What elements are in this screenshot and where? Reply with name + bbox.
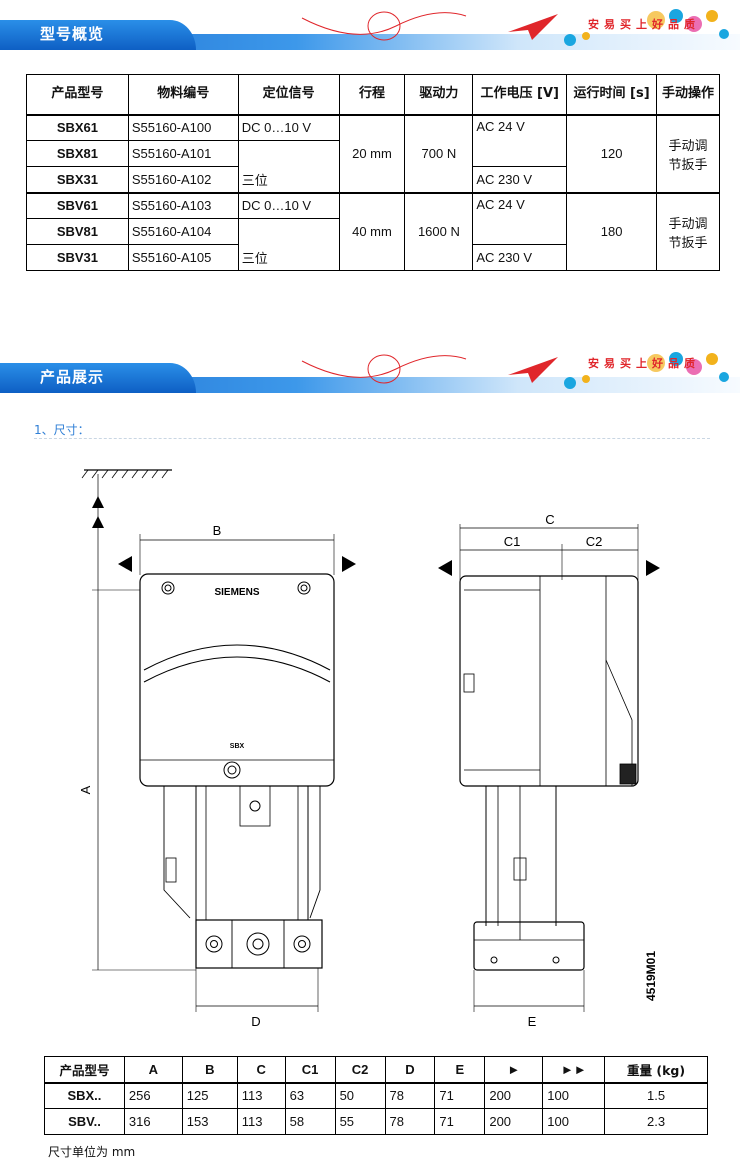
arrow-right-icon <box>646 560 660 576</box>
table-header-row: 产品型号 A B C C1 C2 D E ► ►► 重量 (kg) <box>44 1056 708 1084</box>
dim-label-c1: C1 <box>504 534 521 549</box>
col-header: 驱动力 <box>404 74 474 116</box>
table-row: SBX31 S55160-A102 AC 230 V <box>26 166 720 193</box>
col-header: 定位信号 <box>237 74 340 116</box>
section-banner-display: 产品展示 安易买上好品质 <box>0 349 740 393</box>
banner-tab <box>0 363 196 393</box>
arrow-up-icon <box>92 496 104 508</box>
table-header-row: 产品型号 物料编号 定位信号 行程 驱动力 工作电压 [V] 运行时间 [s] … <box>26 74 720 116</box>
paper-plane-icon <box>508 357 558 383</box>
units-note: 尺寸单位为 mm <box>48 1145 136 1159</box>
arrow-left-icon <box>438 560 452 576</box>
col-header: 工作电压 [V] <box>472 74 568 116</box>
table-row: SBV31 S55160-A105 AC 230 V <box>26 244 720 271</box>
dim-label-a: A <box>78 785 93 794</box>
paper-plane-icon <box>508 14 558 40</box>
dim-label-c: C <box>545 512 554 527</box>
table-row: SBV.. 316 153 113 58 55 78 71 200 100 2.… <box>44 1108 708 1135</box>
dimensions-table: 产品型号 A B C C1 C2 D E ► ►► 重量 (kg) SBX.. … <box>44 1056 708 1135</box>
col-header: 产品型号 <box>26 74 129 116</box>
model-mark: SBX <box>230 743 245 750</box>
arrow-up-icon <box>92 516 104 528</box>
dim-label-d: D <box>251 1014 260 1029</box>
dimension-drawing: B C C1 C2 D E A SIEMENS SBX 4519M01 <box>78 469 660 1029</box>
section-title: 产品展示 <box>40 368 105 386</box>
arrow-left-icon <box>118 556 132 572</box>
divider <box>34 438 710 439</box>
dim-label-b: B <box>213 523 222 538</box>
section-title: 型号概览 <box>40 25 105 43</box>
clearance-arrows <box>92 496 660 576</box>
banner-decoration <box>301 352 729 389</box>
col-header: 手动操作 <box>656 74 720 116</box>
col-header: 运行时间 [s] <box>566 74 658 116</box>
section-banner-overview: 型号概览 安易买上好品质 <box>0 6 740 50</box>
table-row: SBX81 S55160-A101 三位 <box>26 140 720 193</box>
table-row: SBV81 S55160-A104 三位 <box>26 218 720 271</box>
banner-decoration <box>301 9 729 46</box>
table-row: SBV61 S55160-A103 DC 0…10 V 40 mm 1600 N… <box>26 191 720 271</box>
model-overview-table: 产品型号 物料编号 定位信号 行程 驱动力 工作电压 [V] 运行时间 [s] … <box>26 74 720 271</box>
col-header: 物料编号 <box>127 74 239 116</box>
table-row: SBX61 S55160-A100 DC 0…10 V 20 mm 700 N … <box>26 113 720 193</box>
col-header: 行程 <box>338 74 406 116</box>
dim-label-e: E <box>528 1014 537 1029</box>
arrow-right-icon <box>342 556 356 572</box>
drawing-code: 4519M01 <box>644 951 658 1001</box>
dim-label-c2: C2 <box>586 534 603 549</box>
slogan: 安易买上好品质 <box>588 18 700 31</box>
slogan: 安易买上好品质 <box>588 357 700 370</box>
table-row: SBX.. 256 125 113 63 50 78 71 200 100 1.… <box>44 1082 708 1109</box>
brand-text: SIEMENS <box>214 587 259 598</box>
banner-tab <box>0 20 196 50</box>
dimensions-heading: 1、尺寸： <box>34 423 90 437</box>
